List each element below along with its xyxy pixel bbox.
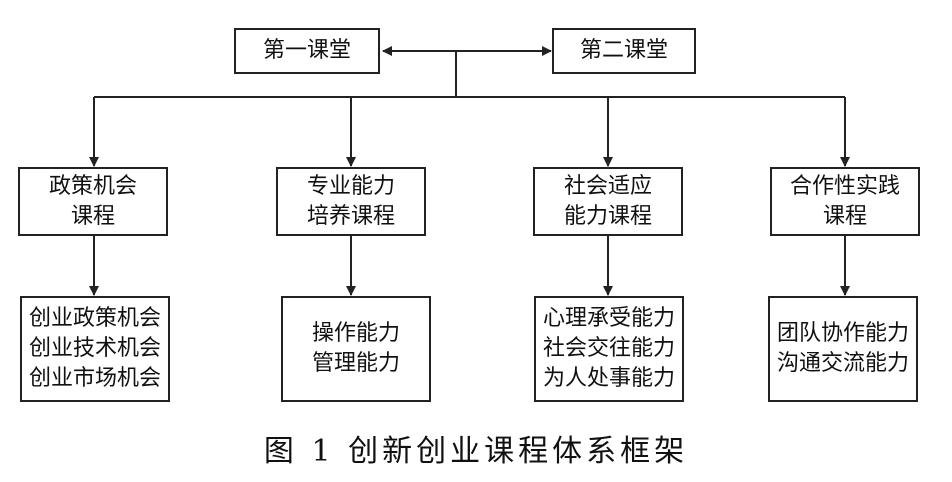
figure-caption: 图 1 创新创业课程体系框架 xyxy=(263,434,689,469)
detail-box-cooperative: 团队协作能力 沟通交流能力 xyxy=(768,296,918,402)
category-title-line: 培养课程 xyxy=(306,203,395,229)
first-classroom-label: 第一课堂 xyxy=(262,38,351,63)
detail-line: 社会交往能力 xyxy=(542,336,675,361)
category-title-line: 课程 xyxy=(70,203,115,229)
detail-line: 创业技术机会 xyxy=(28,336,161,361)
detail-line: 操作能力 xyxy=(311,321,400,346)
detail-box-policy: 创业政策机会 创业技术机会 创业市场机会 xyxy=(20,296,170,402)
category-title-line: 合作性实践 xyxy=(789,173,900,199)
detail-line: 创业政策机会 xyxy=(28,306,161,331)
category-title-line: 政策机会 xyxy=(48,173,137,199)
category-box-policy: 政策机会 课程 xyxy=(18,167,168,236)
detail-box-social: 心理承受能力 社会交往能力 为人处事能力 xyxy=(534,296,684,402)
detail-box-professional: 操作能力 管理能力 xyxy=(281,296,431,402)
second-classroom-label: 第二课堂 xyxy=(579,38,668,63)
category-title-line: 课程 xyxy=(822,203,867,229)
detail-line: 团队协作能力 xyxy=(776,321,909,346)
second-classroom-box: 第二课堂 xyxy=(552,28,696,74)
detail-line: 管理能力 xyxy=(311,351,400,376)
detail-line: 创业市场机会 xyxy=(28,366,161,391)
category-box-professional: 专业能力 培养课程 xyxy=(276,167,426,236)
category-title-line: 社会适应 xyxy=(563,173,652,199)
detail-line: 为人处事能力 xyxy=(542,366,675,391)
category-title-line: 专业能力 xyxy=(306,173,395,199)
category-box-cooperative: 合作性实践 课程 xyxy=(770,167,920,236)
category-box-social: 社会适应 能力课程 xyxy=(533,167,683,236)
detail-line: 沟通交流能力 xyxy=(776,351,909,376)
first-classroom-box: 第一课堂 xyxy=(234,28,380,74)
category-title-line: 能力课程 xyxy=(563,203,652,229)
detail-line: 心理承受能力 xyxy=(542,306,675,331)
